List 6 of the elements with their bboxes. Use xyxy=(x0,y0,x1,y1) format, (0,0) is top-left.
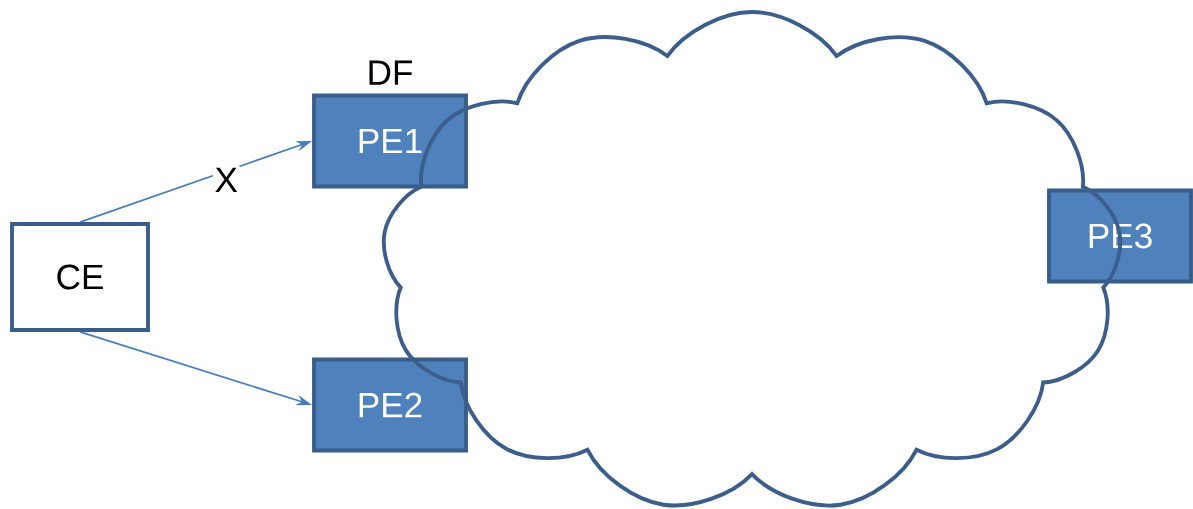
router-box: PE1 xyxy=(312,93,468,189)
edge-label: X xyxy=(212,166,240,194)
router-box: PE3 xyxy=(1047,188,1193,284)
node-caption: DF xyxy=(369,60,412,85)
router-box: CE xyxy=(10,222,150,332)
router-box: PE2 xyxy=(312,357,468,453)
